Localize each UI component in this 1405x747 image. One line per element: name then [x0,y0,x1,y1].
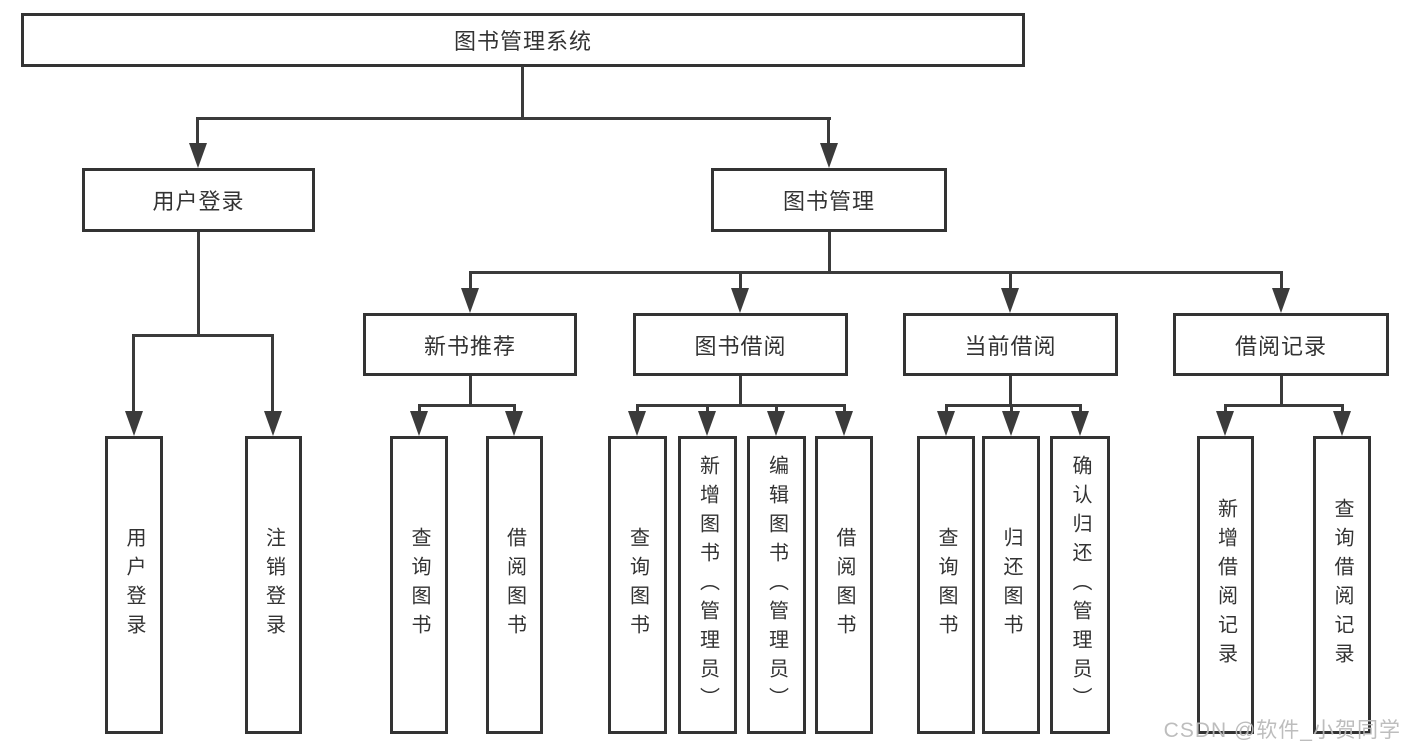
arrowhead-down-icon [264,411,282,436]
leaf-query-books-recommend: 查询图书 [390,436,448,734]
node-new-book-recommend: 新书推荐 [363,313,577,376]
connector-line [945,404,1082,407]
leaf-label: 查询借阅记录 [1331,498,1353,672]
connector-line [843,404,846,413]
arrowhead-down-icon [1002,411,1020,436]
leaf-label: 确认归还（管理员） [1069,454,1091,716]
connector-line [1280,376,1283,406]
node-borrowing-records: 借阅记录 [1173,313,1389,376]
arrowhead-down-icon [937,411,955,436]
node-label: 图书管理 [782,189,875,214]
arrowhead-down-icon [731,288,749,313]
arrowhead-down-icon [505,411,523,436]
node-label: 当前借阅 [964,333,1057,359]
connector-line [1224,404,1344,407]
arrowhead-down-icon [125,411,143,436]
connector-line [469,271,472,290]
node-current-borrowing: 当前借阅 [903,313,1118,376]
connector-line [196,117,831,120]
connector-line [739,271,742,290]
connector-line [636,404,639,413]
node-book-management: 图书管理 [711,168,947,232]
arrowhead-down-icon [461,288,479,313]
connector-line [1009,376,1012,406]
leaf-label: 用户登录 [123,527,145,643]
connector-line [1341,404,1344,413]
connector-line [197,232,200,336]
leaf-label: 编辑图书（管理员） [765,454,788,716]
leaf-label: 新增借阅记录 [1214,498,1237,672]
leaf-label: 注销登录 [262,527,285,643]
connector-line [132,334,135,413]
leaf-label: 归还图书 [1000,527,1022,643]
arrowhead-down-icon [1333,411,1351,436]
arrowhead-down-icon [410,411,428,436]
connector-line [271,334,274,413]
connector-line [945,404,948,413]
connector-line [1079,404,1082,413]
arrowhead-down-icon [189,143,207,168]
leaf-label: 查询图书 [626,527,649,643]
node-label: 借阅记录 [1234,333,1327,359]
connector-line [828,232,831,274]
connector-line [469,376,472,406]
connector-line [1280,271,1283,290]
connector-line [706,404,709,413]
arrowhead-down-icon [1216,411,1234,436]
leaf-label: 借阅图书 [833,527,855,643]
arrowhead-down-icon [1272,288,1290,313]
node-user-login: 用户登录 [82,168,315,232]
arrowhead-down-icon [698,411,716,436]
connector-line [775,404,778,413]
leaf-label: 查询图书 [935,527,957,643]
leaf-query-books-borrow: 查询图书 [608,436,667,734]
arrowhead-down-icon [1001,288,1019,313]
leaf-label: 新增图书（管理员） [696,454,719,716]
connector-line [132,334,273,337]
connector-line [469,271,1282,274]
connector-line [1010,404,1013,413]
connector-line [636,404,846,407]
arrowhead-down-icon [1071,411,1089,436]
arrowhead-down-icon [628,411,646,436]
connector-line [418,404,516,407]
connector-line [196,117,199,145]
node-label: 图书管理系统 [453,29,592,54]
connector-line [739,376,742,406]
leaf-query-borrow-record: 查询借阅记录 [1313,436,1371,734]
connector-line [521,66,524,119]
connector-line [418,404,421,413]
node-label: 图书借阅 [694,333,787,359]
leaf-label: 查询图书 [408,527,430,643]
arrowhead-down-icon [835,411,853,436]
node-library-management-system: 图书管理系统 [21,13,1025,67]
connector-line [513,404,516,413]
leaf-edit-books-admin: 编辑图书（管理员） [747,436,806,734]
csdn-watermark: CSDN @软件_小贺同学 [1163,719,1401,742]
leaf-borrow-books-recommend: 借阅图书 [486,436,543,734]
leaf-query-books-current: 查询图书 [917,436,975,734]
leaf-confirm-return-admin: 确认归还（管理员） [1050,436,1110,734]
node-book-borrowing: 图书借阅 [633,313,848,376]
leaf-label: 借阅图书 [503,527,526,643]
arrowhead-down-icon [767,411,785,436]
arrowhead-down-icon [820,143,838,168]
node-label: 用户登录 [152,189,245,214]
connector-line [827,117,830,145]
leaf-logout: 注销登录 [245,436,302,734]
leaf-add-borrow-record: 新增借阅记录 [1197,436,1254,734]
connector-line [1224,404,1227,413]
connector-line [1009,271,1012,290]
leaf-user-login: 用户登录 [105,436,163,734]
node-label: 新书推荐 [423,333,516,359]
leaf-borrow-books: 借阅图书 [815,436,873,734]
leaf-add-books-admin: 新增图书（管理员） [678,436,737,734]
leaf-return-books: 归还图书 [982,436,1040,734]
